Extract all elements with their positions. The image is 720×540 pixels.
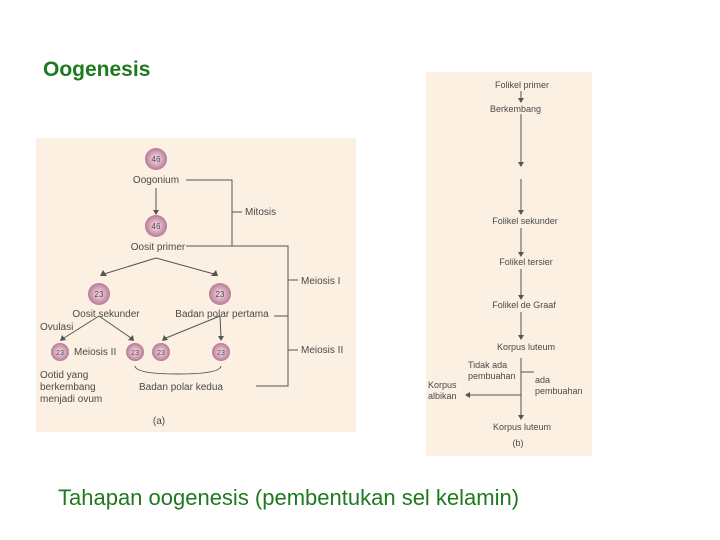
cell-23-a (51, 343, 69, 361)
oosit-primer-label: Oosit primer (131, 242, 186, 253)
berkembang-label: Berkembang (490, 104, 541, 114)
follicle-flowchart: Folikel primer Berkembang Folikel sekund… (426, 72, 592, 456)
cell-23-d (212, 343, 230, 361)
slide-title: Oogenesis (43, 58, 151, 81)
panel-b-label: (b) (513, 438, 524, 448)
ootid-line-3: menjadi ovum (40, 394, 102, 405)
cell-23-d-label: 23 (217, 350, 225, 357)
korpus-luteum-label: Korpus luteum (497, 342, 555, 352)
korpus-albikan-line-1: Korpus (428, 380, 457, 390)
korpus-luteum-2-label: Korpus luteum (493, 422, 551, 432)
cell-23-left (88, 283, 110, 305)
oogenesis-cell-diagram: 46 46 23 23 23 23 23 23 (36, 138, 356, 432)
cell-23-left-label: 23 (95, 290, 104, 299)
mitosis-label: Mitosis (245, 207, 276, 218)
cell-46-mid-label: 46 (152, 222, 161, 231)
cell-23-right (209, 283, 231, 305)
follicle-flowchart-svg: Folikel primer Berkembang Folikel sekund… (428, 80, 583, 448)
cell-23-b (126, 343, 144, 361)
tidak-ada-line-2: pembuahan (468, 371, 516, 381)
meiosis-2-label: Meiosis II (301, 345, 343, 356)
cell-46-mid (145, 215, 167, 237)
cell-23-c-label: 23 (157, 350, 165, 357)
oosit-sekunder-label: Oosit sekunder (72, 309, 140, 320)
korpus-albikan-line-2: albikan (428, 391, 457, 401)
folikel-de-graaf-label: Folikel de Graaf (492, 300, 556, 310)
badan-polar-pertama-label: Badan polar pertama (175, 309, 269, 320)
badan-polar-kedua-label: Badan polar kedua (139, 382, 223, 393)
tidak-ada-line-1: Tidak ada (468, 360, 507, 370)
panel-a-label: (a) (153, 416, 165, 427)
cell-23-a-label: 23 (56, 350, 64, 357)
oogonium-label: Oogonium (133, 175, 179, 186)
cell-23-right-label: 23 (216, 290, 225, 299)
folikel-sekunder-label: Folikel sekunder (492, 216, 558, 226)
cell-diagram-svg: 46 46 23 23 23 23 23 23 (40, 148, 343, 427)
ada-line-2: pembuahan (535, 386, 583, 396)
ootid-line-1: Ootid yang (40, 370, 88, 381)
cell-46-top (145, 148, 167, 170)
ada-line-1: ada (535, 375, 550, 385)
meiosis-2-inner-label: Meiosis II (74, 347, 116, 358)
ovulasi-label: Ovulasi (40, 322, 73, 333)
slide-caption: Tahapan oogenesis (pembentukan sel kelam… (58, 485, 520, 510)
folikel-primer-label: Folikel primer (495, 80, 549, 90)
ootid-line-2: berkembang (40, 382, 96, 393)
cell-23-b-label: 23 (131, 350, 139, 357)
folikel-tersier-label: Folikel tersier (499, 257, 553, 267)
cell-46-top-label: 46 (152, 155, 161, 164)
meiosis-1-label: Meiosis I (301, 276, 340, 287)
cell-23-c (152, 343, 170, 361)
